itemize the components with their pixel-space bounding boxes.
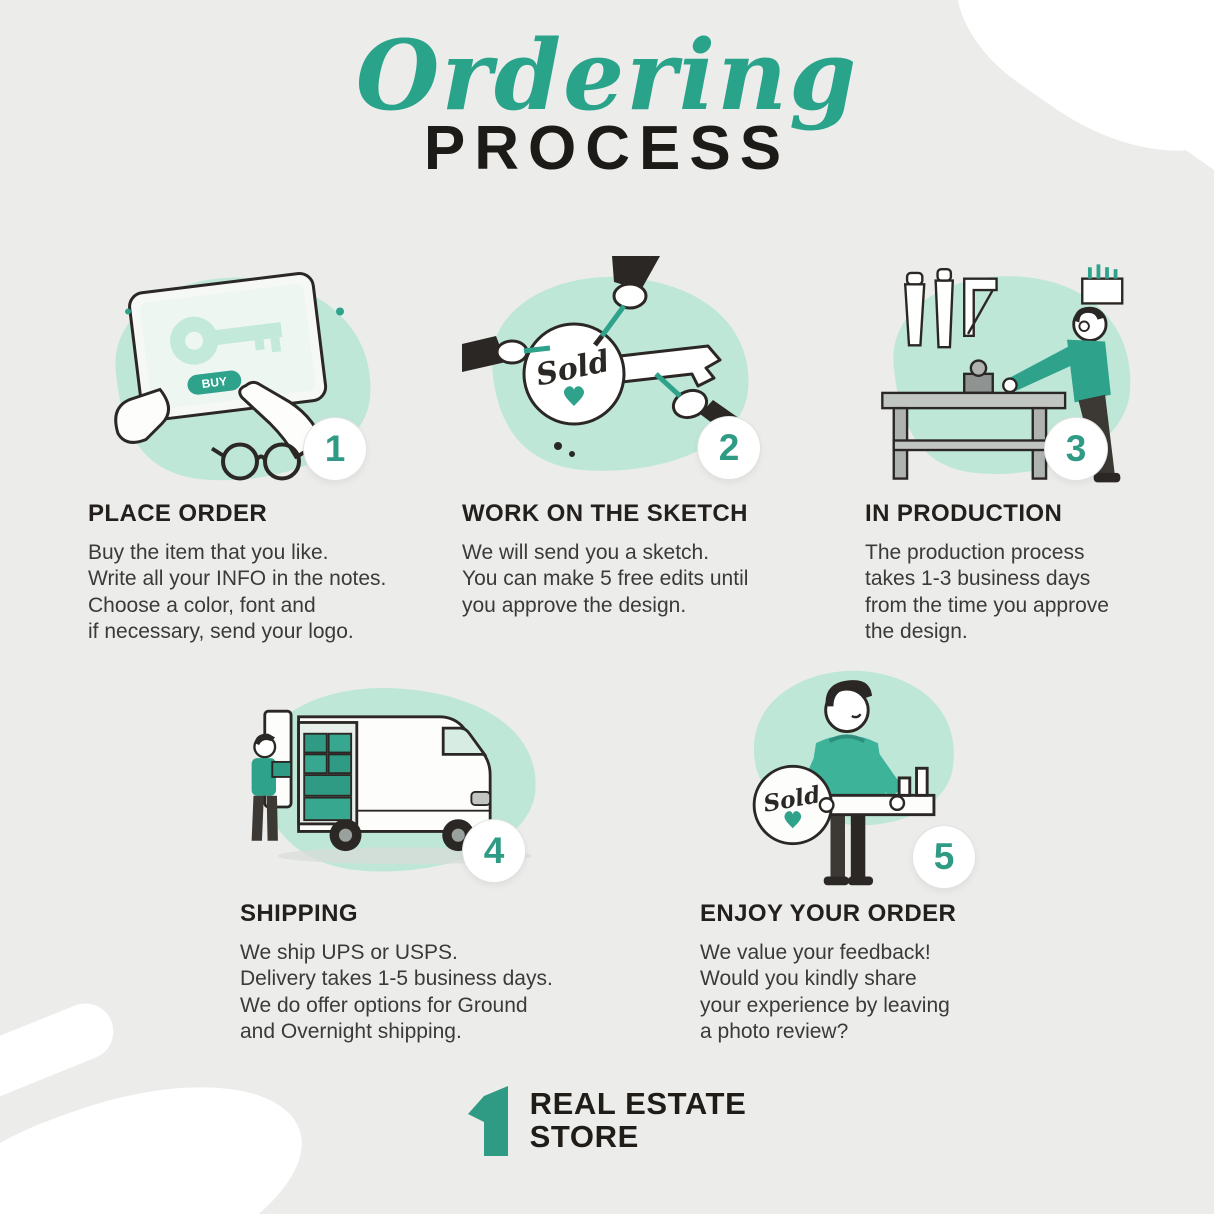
customer-with-key-illustration: Sold [752,670,954,886]
sketching-hand-top [593,256,660,347]
step-number: 5 [933,836,955,877]
title: Ordering PROCESS [0,19,1214,184]
sketching-illustration: Sold [462,256,749,471]
hand-grip [818,797,835,813]
step-in-production: 3 IN PRODUCTION The production process t… [865,252,1160,646]
logo-mark-icon [467,1086,508,1156]
sold-key-sign-icon: Sold [752,764,936,846]
step-work-on-sketch: Sold [462,252,822,619]
sketch-illustration: Sold [462,252,822,490]
key-icon [170,316,283,365]
step-number-badge: 1 [304,418,366,480]
step-place-order: BUY 1 PLACE ORDER Buy the ite [88,252,458,646]
title-script: Ordering [355,19,859,132]
logo-line2: STORE [529,1119,639,1154]
tablet-icon: BUY [128,272,328,422]
shipping-illustration: 4 [240,668,620,890]
hand-grip [889,795,906,812]
carried-box [271,760,292,778]
step-heading: ENJOY YOUR ORDER [700,900,957,927]
ink-dot [569,451,575,457]
buy-button-label: BUY [201,374,228,391]
enjoy-illustration: Sold 5 [700,660,1040,890]
title-block: PROCESS [423,113,791,183]
step-number-badge: 4 [463,820,525,882]
glasses-icon [210,442,312,481]
tool-shelf-icon [1081,264,1124,305]
cargo-boxes-icon [303,732,353,822]
step-heading: WORK ON THE SKETCH [462,500,748,527]
step-body: We ship UPS or USPS. Delivery takes 1-5 … [240,941,553,1044]
step-body: The production process takes 1-3 busines… [865,541,1109,644]
hanging-saws-icon [903,267,998,349]
step-heading: IN PRODUCTION [865,500,1063,527]
step-number: 4 [483,830,505,871]
step-enjoy-order: Sold 5 ENJOY YOUR ORDER We value your fe… [700,660,1040,1046]
sold-sign-key-icon: Sold [522,322,722,426]
heart-icon [784,811,802,829]
tablet-buy-illustration: BUY [114,272,371,481]
place-order-illustration: BUY 1 [88,252,458,490]
step-body: We value your feedback! Would you kindly… [700,941,950,1044]
step-heading: SHIPPING [240,900,358,927]
courier-figure [251,733,292,841]
holding-hand [114,387,170,444]
step-body: Buy the item that you like. Write all yo… [88,541,387,644]
sparkle-dot [125,308,131,315]
delivery-van-icon [263,709,492,852]
logo-line1: REAL ESTATE [529,1086,747,1122]
step-heading: PLACE ORDER [88,500,268,527]
step-number-badge: 5 [913,826,975,888]
step-number: 2 [718,427,740,468]
sparkle-dot [336,307,344,316]
ink-dot [554,442,562,450]
step-number-badge: 2 [698,417,760,479]
sketching-hand-left [462,336,551,372]
step-number: 3 [1065,428,1087,469]
logo-text: REAL ESTATE STORE [529,1086,747,1154]
production-illustration: 3 [865,252,1160,490]
step-body: We will send you a sketch. You can make … [462,541,749,617]
heart-icon [563,386,585,406]
buy-button: BUY [187,370,242,395]
step-shipping: 4 SHIPPING We ship UPS or USPS. Delivery… [240,668,620,1046]
step-number-badge: 3 [1045,418,1107,480]
delivery-van-illustration [251,688,536,872]
workshop-illustration [881,264,1131,483]
brand-logo: REAL ESTATE STORE [0,1086,1214,1156]
step-number: 1 [324,428,346,469]
